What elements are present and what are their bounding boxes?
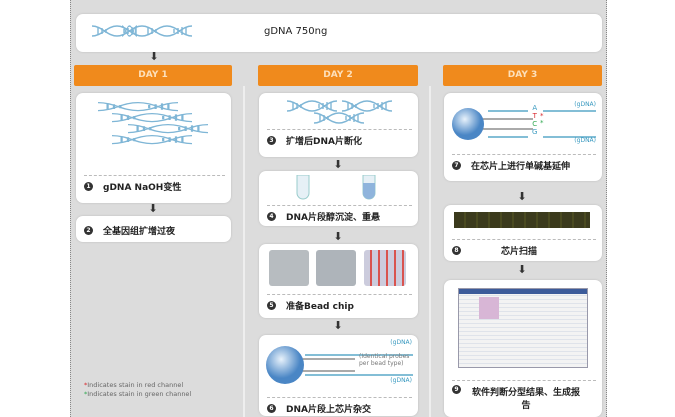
red-mark: * xyxy=(540,112,544,120)
day-1-header: DAY 1 xyxy=(74,65,232,86)
base-a: A xyxy=(532,104,538,112)
software-screenshot xyxy=(458,288,588,368)
gdna-label: (gDNA) xyxy=(390,377,412,384)
gdna-label: (gDNA) xyxy=(574,137,596,144)
gdna-label: (gDNA) xyxy=(390,339,412,346)
step-3-card: 3 扩增后DNA片断化 xyxy=(259,93,418,157)
base-c: C xyxy=(532,120,538,128)
step-label: 软件判断分型结果、生成报告 xyxy=(471,388,580,411)
single-base-extension-icon xyxy=(452,108,596,140)
arrow-down-icon: ⬇ xyxy=(333,230,343,243)
step-9-card: 9 软件判断分型结果、生成报告 xyxy=(444,280,602,417)
arrow-down-icon: ⬇ xyxy=(148,202,158,215)
step-number: 2 xyxy=(84,226,93,235)
step-label: 在芯片上进行单碱基延伸 xyxy=(471,162,571,172)
beadchip-photo-2 xyxy=(316,250,356,286)
probes-label: (Identical probes per bead type) xyxy=(359,353,410,367)
bases: A T C G xyxy=(532,104,537,136)
day-2-header: DAY 2 xyxy=(258,65,418,86)
step-4-card: 4 DNA片段醇沉淀、重悬 xyxy=(259,171,418,226)
green-mark: * xyxy=(540,119,544,127)
column-divider xyxy=(243,86,245,417)
gdna-label: (gDNA) xyxy=(574,101,596,108)
beadchip-photo-3 xyxy=(364,250,406,286)
arrow-down-icon: ⬇ xyxy=(149,50,159,63)
green-star: * xyxy=(84,390,88,398)
step-number: 1 xyxy=(84,182,93,191)
step-number: 4 xyxy=(267,212,276,221)
step-number: 6 xyxy=(267,404,276,413)
input-box: gDNA 750ng xyxy=(76,14,602,52)
denatured-dna-icon xyxy=(98,101,210,145)
tubes-icon xyxy=(296,175,376,200)
arrow-down-icon: ⬇ xyxy=(517,263,527,276)
fragmented-dna-icon xyxy=(287,100,393,124)
step-label: gDNA NaOH变性 xyxy=(103,183,182,193)
base-g: G xyxy=(532,128,538,136)
step-number: 9 xyxy=(452,385,461,394)
step-number: 8 xyxy=(452,246,461,255)
step-2-card: 2 全基因组扩增过夜 xyxy=(76,216,231,242)
arrow-down-icon: ⬇ xyxy=(333,158,343,171)
day-3-header: DAY 3 xyxy=(443,65,602,86)
column-divider xyxy=(429,86,431,417)
step-label: 扩增后DNA片断化 xyxy=(286,137,362,147)
legend-red: *Indicates stain in red channel xyxy=(84,381,191,390)
beadchip-photo-1 xyxy=(269,250,309,286)
step-5-card: 5 准备Bead chip xyxy=(259,244,418,318)
step-label: DNA片段上芯片杂交 xyxy=(286,405,371,415)
step-label: 芯片扫描 xyxy=(501,247,538,257)
step-1-card: 1 gDNA NaOH变性 xyxy=(76,93,231,203)
base-t: T xyxy=(532,112,537,120)
legend-green: *Indicates stain in green channel xyxy=(84,390,191,399)
step-number: 7 xyxy=(452,161,461,170)
arrow-down-icon: ⬇ xyxy=(333,319,343,332)
step-number: 5 xyxy=(267,301,276,310)
step-7-card: A T C G * * (gDNA) (gDNA) 7 在芯片上进行单碱基延伸 xyxy=(444,93,602,181)
legend: *Indicates stain in red channel *Indicat… xyxy=(84,381,191,399)
step-label: DNA片段醇沉淀、重悬 xyxy=(286,213,380,223)
legend-red-text: Indicates stain in red channel xyxy=(87,381,184,389)
chip-scan-image xyxy=(454,212,590,228)
step-label: 准备Bead chip xyxy=(286,302,354,312)
input-label: gDNA 750ng xyxy=(264,26,328,37)
dna-helix-icon xyxy=(92,25,193,37)
step-label: 全基因组扩增过夜 xyxy=(103,227,176,237)
legend-green-text: Indicates stain in green channel xyxy=(87,390,192,398)
step-number: 3 xyxy=(267,136,276,145)
red-star: * xyxy=(84,381,88,389)
arrow-down-icon: ⬇ xyxy=(517,190,527,203)
bead-probe-icon xyxy=(266,346,413,384)
step-6-card: (gDNA) (Identical probes per bead type) … xyxy=(259,335,418,416)
step-8-card: 8 芯片扫描 xyxy=(444,205,602,261)
